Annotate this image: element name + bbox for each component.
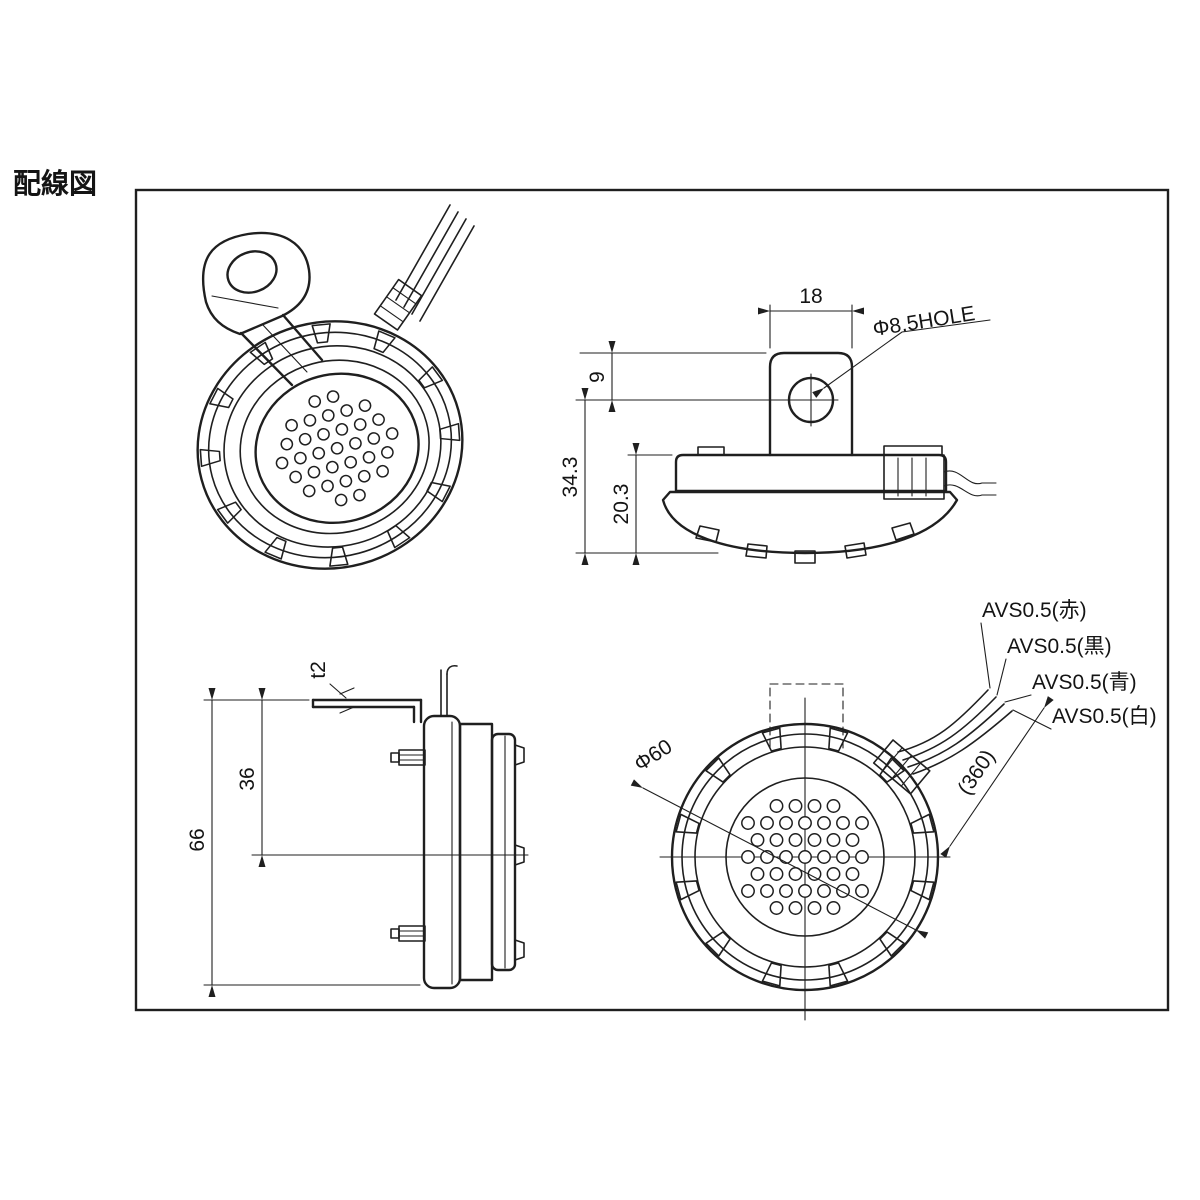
profile-terminal-upper [390,749,426,766]
iso-bracket-hole [226,250,278,294]
dim-tab-width: 18 [799,285,822,308]
profile-bracket [311,698,423,724]
front-lead-labels: AVS0.5(赤) AVS0.5(黒) AVS0.5(青) AVS0.5(白) [980,599,1157,730]
dim-body-height: 20.3 [610,484,633,525]
lead-label-black: AVS0.5(黒) [1007,635,1112,658]
lead-label-white: AVS0.5(白) [1052,705,1157,728]
dim-plate-thickness: t2 [307,661,330,679]
side-horn-bowl [661,490,959,555]
iso-rim-ribs [199,323,461,567]
profile-wire [440,664,458,717]
dim-overall-height: 66 [186,828,209,851]
view-profile: t2 [186,661,529,997]
iso-mounting-bracket [201,231,324,387]
lead-label-blue: AVS0.5(青) [1032,671,1137,694]
view-isometric [196,204,475,570]
dim-hole-to-center: 36 [236,767,259,790]
dim-total-height: 34.3 [559,457,582,498]
view-front: Φ60 (360) AVS0.5(赤) AVS0.5(黒) AVS0 [630,599,1157,1021]
page-title: 配線図 [13,167,97,199]
dim-hole-offset: 9 [586,371,609,383]
iso-speaker-holes [275,390,399,507]
front-mounting-tab-hidden [769,683,844,749]
side-connector [883,454,997,500]
iso-lead-wires [373,204,475,331]
lead-label-red: AVS0.5(赤) [982,599,1087,622]
profile-horn-body [422,714,525,990]
profile-terminal-lower [390,925,426,942]
side-mounting-tab [768,351,854,457]
